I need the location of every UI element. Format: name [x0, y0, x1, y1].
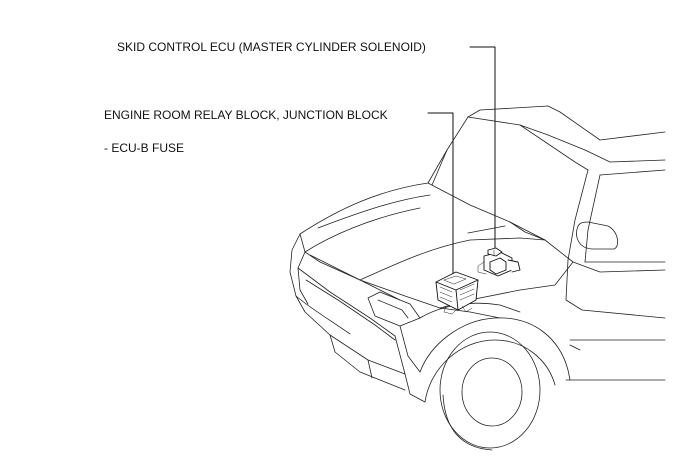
label-engine-room-relay-block: ENGINE ROOM RELAY BLOCK, JUNCTION BLOCK	[104, 108, 388, 122]
label-ecu-b-fuse: - ECU-B FUSE	[104, 141, 185, 155]
leader-line-skid-control-ecu	[469, 46, 496, 253]
leader-line-engine-room-relay-block	[427, 112, 454, 277]
skid-control-ecu-part	[477, 247, 521, 277]
vehicle-outline	[289, 105, 666, 451]
engine-room-relay-block-part	[435, 271, 479, 315]
label-skid-control-ecu: SKID CONTROL ECU (MASTER CYLINDER SOLENO…	[117, 40, 426, 54]
